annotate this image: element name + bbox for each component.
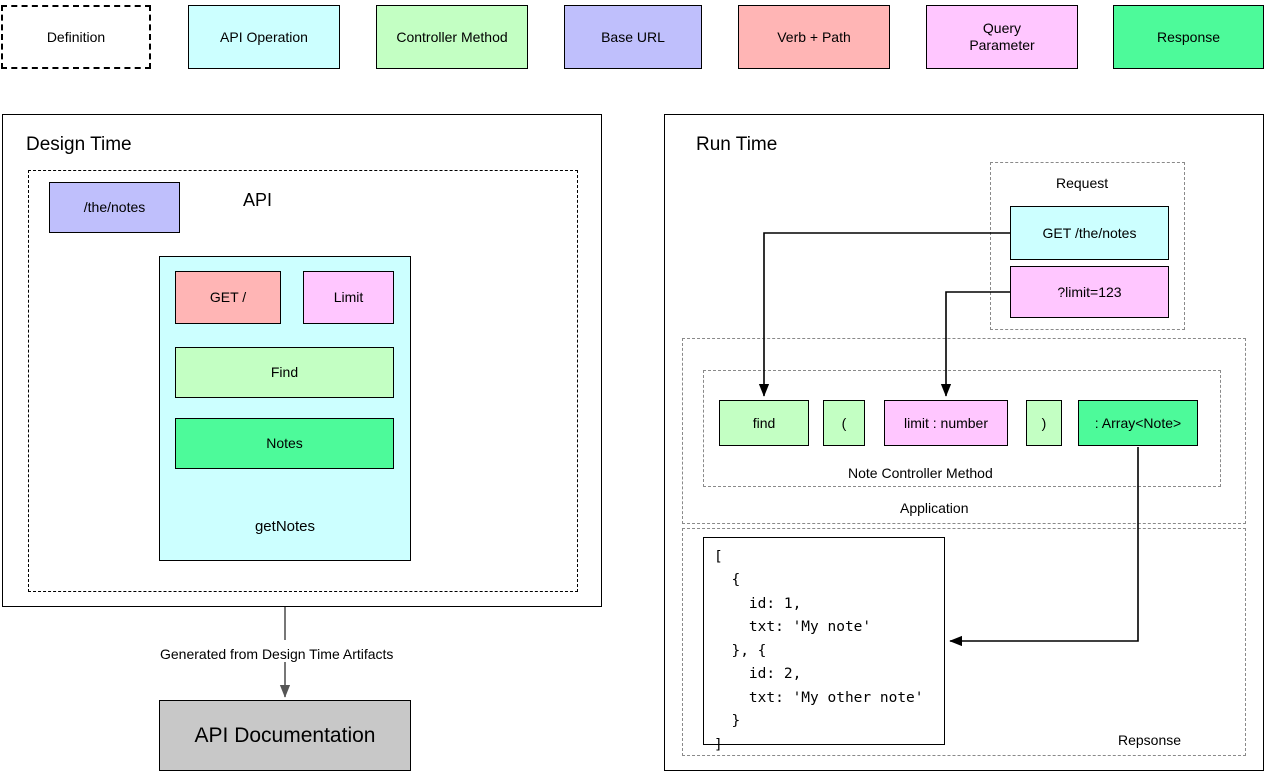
response-code-block: [ { id: 1, txt: 'My note' }, { id: 2, tx… bbox=[703, 537, 945, 753]
controller-token-array-note: : Array<Note> bbox=[1078, 400, 1198, 446]
run-time-title: Run Time bbox=[696, 134, 778, 155]
api-documentation-box: API Documentation bbox=[159, 700, 411, 771]
api-definition-container bbox=[28, 170, 578, 592]
controller-token-open-paren: ( bbox=[823, 400, 865, 446]
legend-item-definition: Definition bbox=[1, 5, 151, 69]
request-label: Request bbox=[1056, 175, 1109, 191]
controller-token-find: find bbox=[719, 400, 809, 446]
legend-label: Controller Method bbox=[396, 28, 508, 45]
request-query-param-label: ?limit=123 bbox=[1057, 283, 1122, 300]
controller-token-label: find bbox=[752, 414, 776, 431]
controller-token-label: ) bbox=[1041, 414, 1047, 431]
legend-item-api-operation: API Operation bbox=[188, 5, 340, 69]
legend-item-base-url: Base URL bbox=[564, 5, 702, 69]
controller-token-label: : Array<Note> bbox=[1094, 414, 1182, 431]
api-label: API bbox=[243, 190, 273, 210]
design-response-box: Notes bbox=[175, 418, 394, 469]
controller-token-label: ( bbox=[841, 414, 847, 431]
response-label: Repsonse bbox=[1118, 732, 1182, 748]
design-query-param-box: Limit bbox=[303, 271, 394, 324]
legend-label: Base URL bbox=[601, 28, 665, 45]
controller-token-close-paren: ) bbox=[1026, 400, 1062, 446]
design-query-param-label: Limit bbox=[333, 289, 364, 306]
design-controller-method-box: Find bbox=[175, 347, 394, 398]
request-verb-path-box: GET /the/notes bbox=[1010, 206, 1169, 260]
design-base-url-box: /the/notes bbox=[49, 182, 180, 233]
legend-item-verb-path: Verb + Path bbox=[738, 5, 890, 69]
controller-token-label: limit : number bbox=[903, 414, 989, 431]
design-api-operation-label: getNotes bbox=[254, 518, 316, 535]
design-response-label: Notes bbox=[266, 435, 303, 452]
design-controller-method-label: Find bbox=[270, 364, 299, 381]
legend-label: Query Parameter bbox=[969, 20, 1035, 53]
generated-caption: Generated from Design Time Artifacts bbox=[160, 646, 394, 662]
application-label: Application bbox=[900, 500, 969, 516]
request-verb-path-label: GET /the/notes bbox=[1042, 224, 1137, 241]
request-query-param-box: ?limit=123 bbox=[1010, 266, 1169, 318]
design-verb-path-box: GET / bbox=[175, 271, 281, 324]
legend-item-controller-method: Controller Method bbox=[376, 5, 528, 69]
note-controller-method-label: Note Controller Method bbox=[848, 465, 993, 481]
legend-label: Verb + Path bbox=[777, 28, 851, 45]
design-time-title: Design Time bbox=[26, 134, 132, 155]
design-base-url-label: /the/notes bbox=[83, 199, 146, 216]
design-verb-path-label: GET / bbox=[209, 289, 247, 306]
controller-token-limit-number: limit : number bbox=[884, 400, 1008, 446]
legend-label: Definition bbox=[46, 28, 106, 45]
legend-item-response: Response bbox=[1113, 5, 1264, 69]
legend-item-query-parameter: Query Parameter bbox=[926, 5, 1078, 69]
legend-label: API Operation bbox=[220, 28, 308, 45]
legend-label: Response bbox=[1156, 28, 1221, 45]
api-documentation-label: API Documentation bbox=[194, 723, 376, 747]
